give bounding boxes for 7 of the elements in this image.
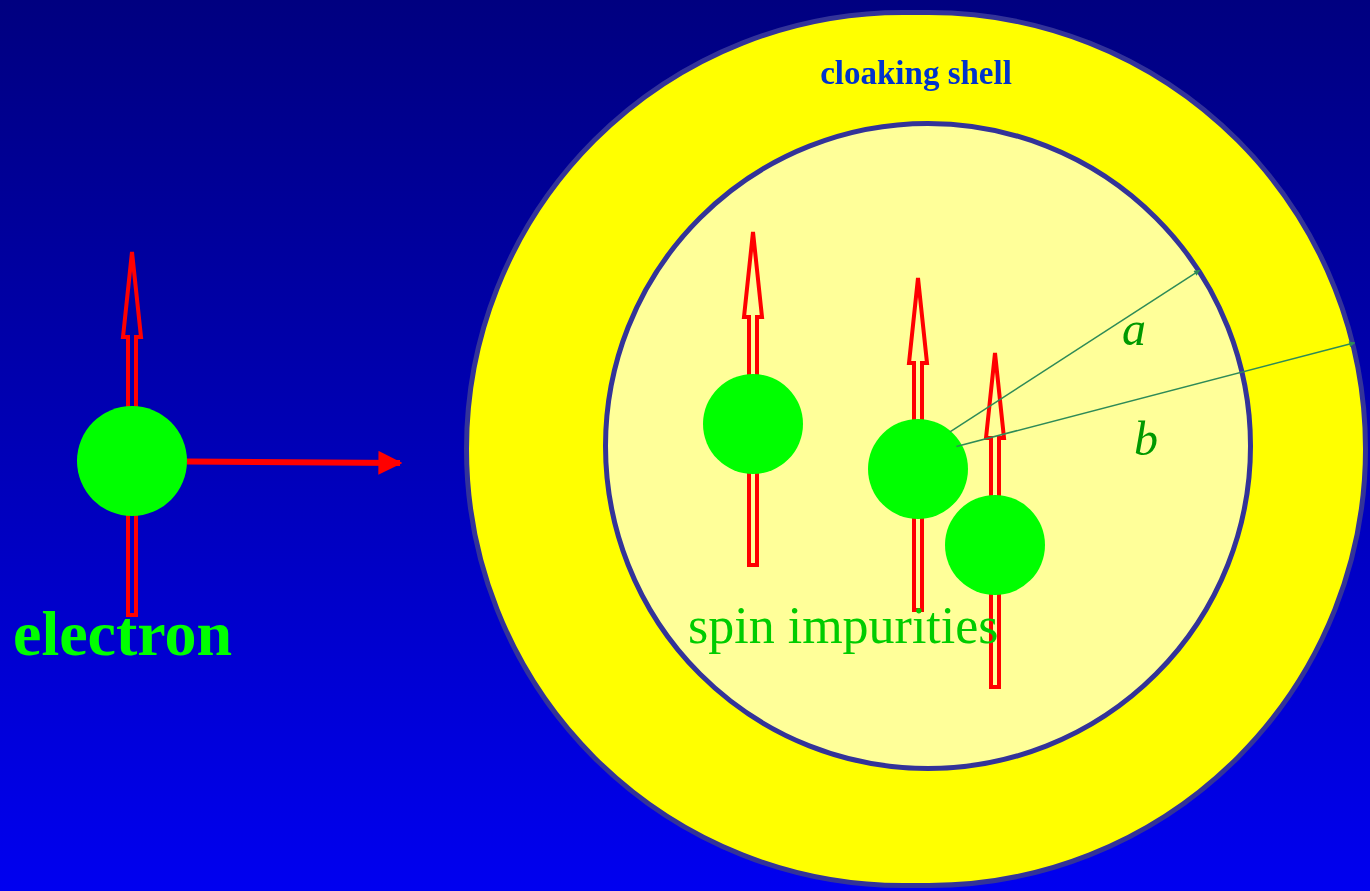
shell-label: cloaking shell bbox=[820, 54, 1012, 93]
arrow bbox=[955, 341, 1356, 448]
electron-label: electron bbox=[13, 602, 233, 666]
arrow bbox=[949, 269, 1201, 433]
edge-label: b bbox=[1134, 415, 1158, 463]
arrow bbox=[186, 450, 403, 475]
edge-label: a bbox=[1122, 305, 1146, 353]
